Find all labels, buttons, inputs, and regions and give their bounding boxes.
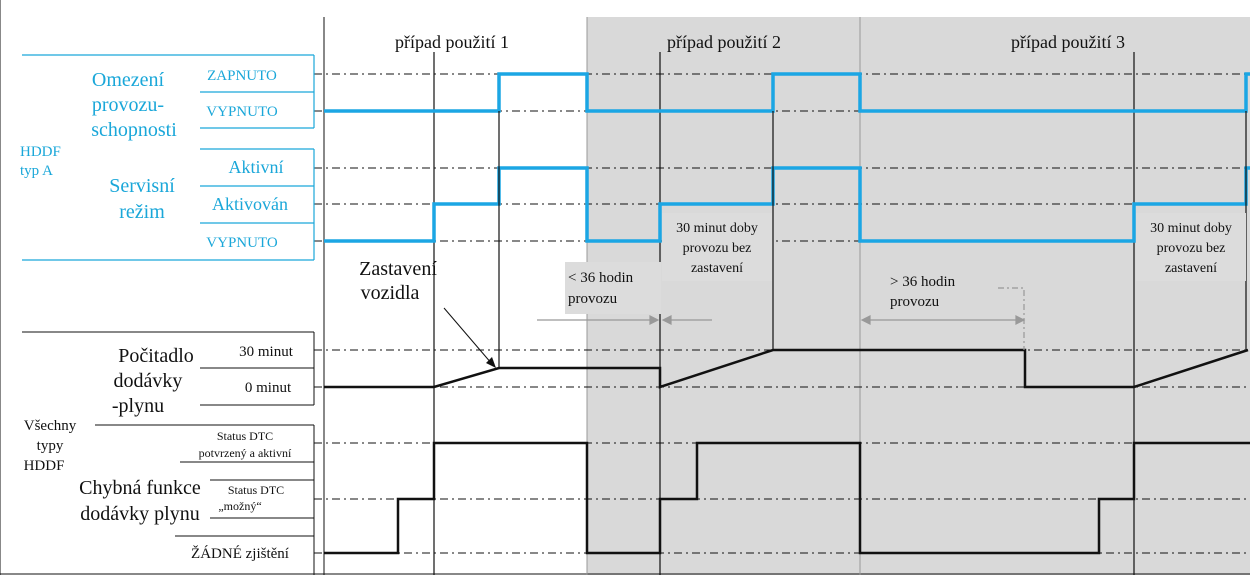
servis-label-line2: režim xyxy=(119,201,165,223)
note-case-2-line3: zastavení xyxy=(691,261,743,276)
servis-state-activated: Aktivován xyxy=(212,194,288,214)
omezeni-label-line3: schopnosti xyxy=(91,119,177,141)
chybna-state-confirmed-line2: potvrzený a aktivní xyxy=(199,446,292,460)
gt36-line1: > 36 hodin xyxy=(890,274,956,290)
case-3-header: případ použití 3 xyxy=(1011,32,1125,52)
waveform-chybna xyxy=(324,441,1250,555)
servis-label-line1: Servisní xyxy=(109,175,175,197)
note-case-2-line1: 30 minut doby xyxy=(676,221,758,236)
stop-arrow-head xyxy=(486,357,496,368)
servis-state-off: VYPNUTO xyxy=(206,235,278,251)
group-all-line1: Všechny xyxy=(24,418,77,434)
group-hddf-a-line2: typ A xyxy=(20,163,53,179)
waveform-pocitadlo xyxy=(324,348,1249,389)
note-box-case-2 xyxy=(662,213,772,281)
lt36-box xyxy=(565,262,661,314)
stop-label-line1: Zastavení xyxy=(359,258,437,280)
case-2-header: případ použití 2 xyxy=(667,32,781,52)
cyan-bracket-lines xyxy=(22,54,315,261)
omezeni-state-on: ZAPNUTO xyxy=(207,68,277,84)
servis-state-active: Aktivní xyxy=(228,157,283,177)
black-bracket-lines xyxy=(22,331,315,575)
gt36-line2: provozu xyxy=(890,294,940,310)
chybna-state-possible-line1: Status DTC xyxy=(228,483,284,497)
note-case-3-line2: provozu bez xyxy=(1157,241,1226,256)
waveform-omezeni xyxy=(324,72,1250,113)
omezeni-state-off: VYPNUTO xyxy=(206,104,278,120)
lt36-line1: < 36 hodin xyxy=(568,270,634,286)
group-all-line2: typy xyxy=(37,438,64,454)
lt36-line2: provozu xyxy=(568,291,618,307)
note-case-3-line3: zastavení xyxy=(1165,261,1217,276)
gt36-span-arrow xyxy=(860,287,1026,350)
lt36-span-arrow xyxy=(537,315,712,325)
note-case-2-line2: provozu bez xyxy=(683,241,752,256)
waveform-servis xyxy=(324,166,1250,243)
stop-arrow-line xyxy=(443,307,493,365)
chybna-state-confirmed-line1: Status DTC xyxy=(217,429,273,443)
chybna-state-none: ŽÁDNÉ zjištění xyxy=(191,545,289,562)
note-box-case-3 xyxy=(1136,213,1246,281)
pocitadlo-label-line2: dodávky xyxy=(114,370,183,392)
pocitadlo-state-0: 0 minut xyxy=(245,380,292,396)
pocitadlo-label-line3: -plynu xyxy=(112,395,164,417)
chybna-state-possible-line2: „možný“ xyxy=(218,499,261,513)
stop-label-line2: vozidla xyxy=(361,282,420,304)
chybna-label-line1: Chybná funkce xyxy=(79,477,201,499)
case-1-header: případ použití 1 xyxy=(395,32,509,52)
note-case-3-line1: 30 minut doby xyxy=(1150,221,1232,236)
group-hddf-a-line1: HDDF xyxy=(20,144,61,160)
group-all-line3: HDDF xyxy=(24,458,65,474)
pocitadlo-label-line1: Počitadlo xyxy=(118,345,194,367)
omezeni-label-line2: provozu- xyxy=(92,94,164,116)
chybna-label-line2: dodávky plynu xyxy=(80,503,199,525)
omezeni-label-line1: Omezení xyxy=(92,69,165,91)
pocitadlo-state-30: 30 minut xyxy=(239,344,294,360)
